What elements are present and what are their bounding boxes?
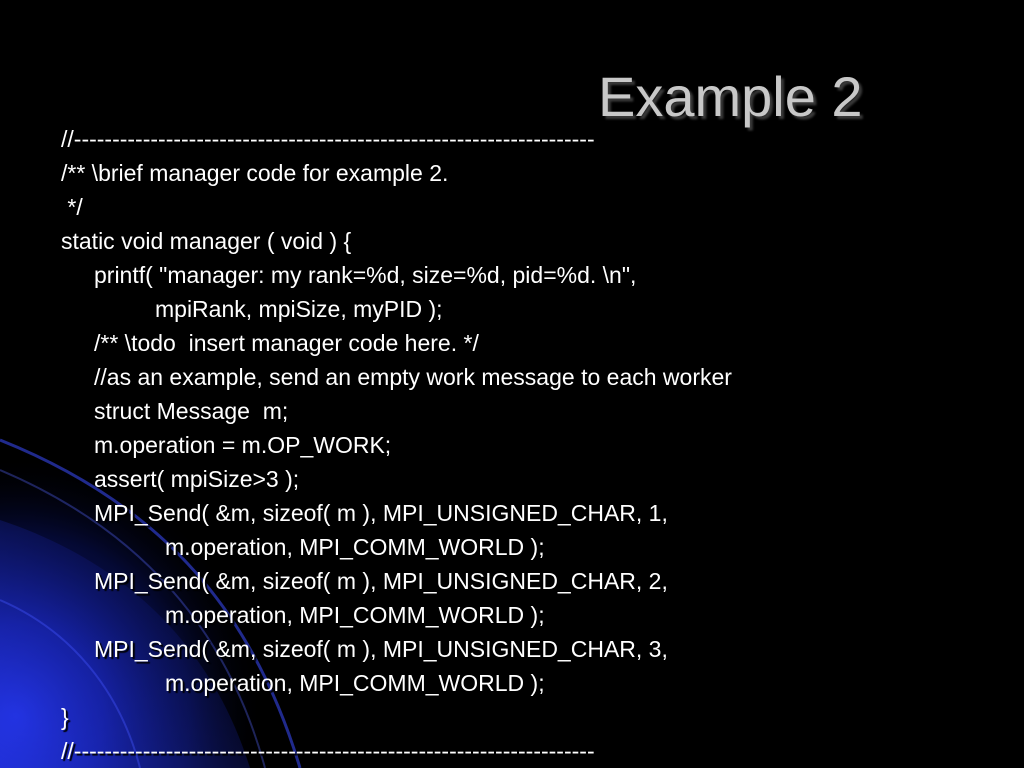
code-line: static void manager ( void ) { xyxy=(61,228,352,254)
code-line: m.operation = m.OP_WORK; xyxy=(94,432,392,458)
code-line: m.operation, MPI_COMM_WORLD ); xyxy=(165,670,545,696)
code-line: mpiRank, mpiSize, myPID ); xyxy=(155,296,443,322)
code-line: printf( "manager: my rank=%d, size=%d, p… xyxy=(94,262,637,288)
code-line: */ xyxy=(61,194,83,220)
code-line: m.operation, MPI_COMM_WORLD ); xyxy=(165,602,545,628)
code-line: //--------------------------------------… xyxy=(61,126,595,152)
code-line: assert( mpiSize>3 ); xyxy=(94,466,300,492)
code-line: MPI_Send( &m, sizeof( m ), MPI_UNSIGNED_… xyxy=(94,568,668,594)
slide-title: Example 2 xyxy=(598,65,863,128)
code-line: } xyxy=(61,704,69,730)
code-line: MPI_Send( &m, sizeof( m ), MPI_UNSIGNED_… xyxy=(94,500,668,526)
code-line: //as an example, send an empty work mess… xyxy=(94,364,732,390)
code-line: MPI_Send( &m, sizeof( m ), MPI_UNSIGNED_… xyxy=(94,636,668,662)
code-line: struct Message m; xyxy=(94,398,289,424)
code-line: //--------------------------------------… xyxy=(61,738,595,764)
code-block: //--------------------------------------… xyxy=(0,122,1024,768)
code-line: /** \todo insert manager code here. */ xyxy=(94,330,479,356)
code-line: m.operation, MPI_COMM_WORLD ); xyxy=(165,534,545,560)
code-line: /** \brief manager code for example 2. xyxy=(61,160,449,186)
